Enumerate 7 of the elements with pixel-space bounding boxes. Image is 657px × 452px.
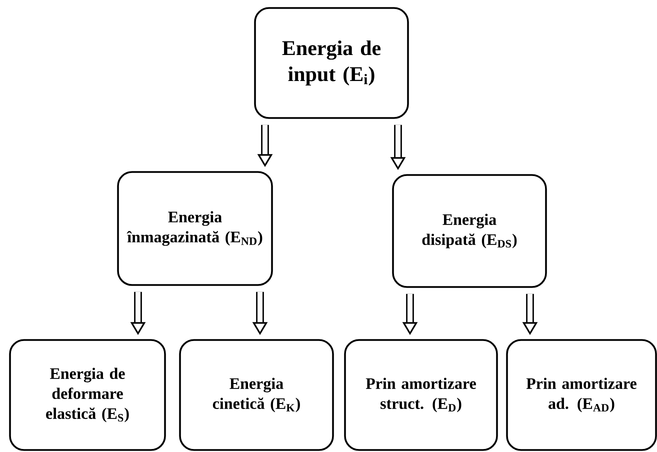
process-box: Energia cinetică (E$_{K}$)	[179, 339, 334, 451]
process-box: Energia înmagazinată (E$_{ND}$)	[117, 171, 273, 286]
process-box: Prin amortizare ad. (E$_{AD}$)	[506, 339, 657, 451]
process-box: Energia de deformare elastică (E$_{S}$)	[9, 339, 166, 451]
process-box: Prin amortizare struct. (E$_{D}$)	[344, 339, 498, 451]
process-box: Energia de input (E$_{i}$)	[254, 7, 409, 119]
process-box: Energia disipată (E$_{DS}$)	[392, 174, 547, 288]
